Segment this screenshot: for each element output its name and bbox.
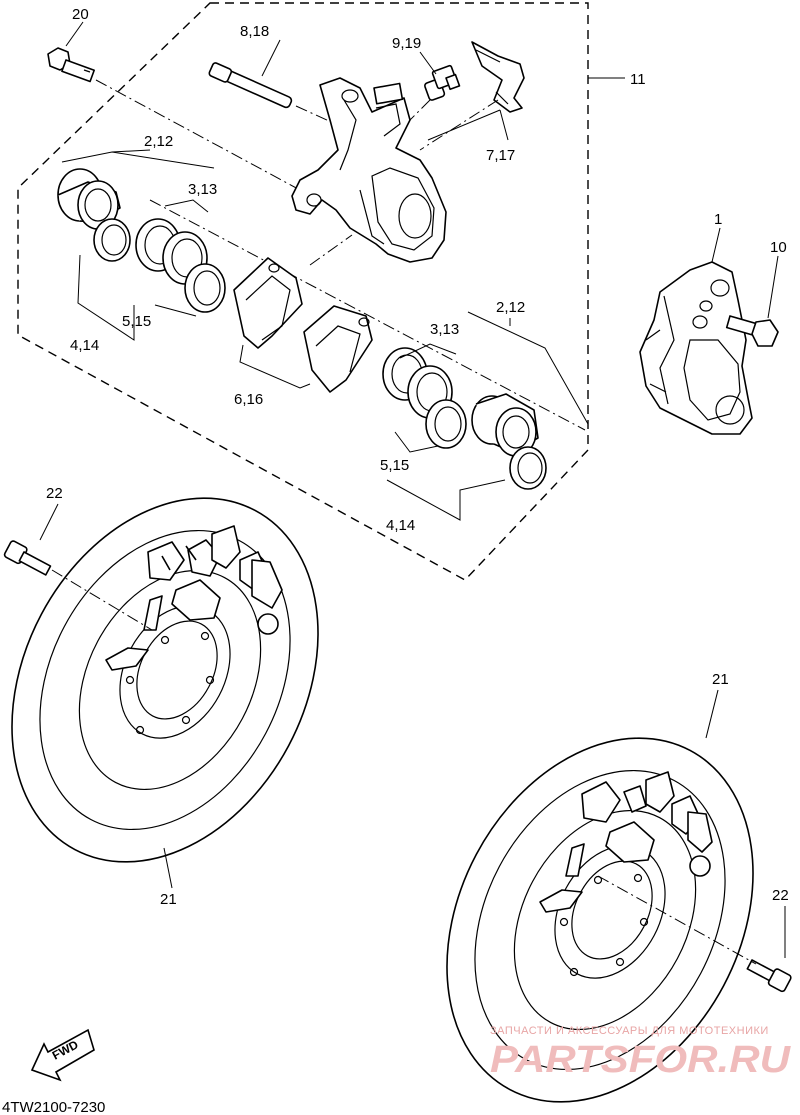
callout-21-left: 21 [160,891,177,908]
disc-bolt-22-right [746,959,792,993]
callout-22-left: 22 [46,485,63,502]
caliper-body [291,77,447,263]
callout-2-12-top: 2,12 [144,133,173,150]
callout-3-13-mid: 3,13 [430,321,459,338]
caliper-1 [639,261,753,435]
piston-left [57,168,121,230]
caliper-bolt-10 [725,315,779,347]
dust-seal-left [93,218,131,262]
callout-2-12-mid: 2,12 [496,299,525,316]
callout-22-right: 22 [772,887,789,904]
brake-disc-right [446,737,754,1103]
callout-5-15-mid: 5,15 [380,457,409,474]
caliper-assembly-boundary [17,2,589,581]
dust-seal-right [509,446,547,490]
callout-21-right: 21 [712,671,729,688]
callout-7-17: 7,17 [486,147,515,164]
watermark-subtitle: ЗАПЧАСТИ И АКСЕССУАРЫ ДЛЯ МОТОТЕХНИКИ [490,1025,769,1037]
brake-disc-left [11,497,319,863]
brake-pad-a [233,257,303,349]
callout-5-15-top: 5,15 [122,313,151,330]
fwd-arrow-icon: FWD [30,1028,95,1082]
callout-4-14-mid: 4,14 [386,517,415,534]
callout-9-19: 9,19 [392,35,421,52]
callout-10: 10 [770,239,787,256]
piston-right [471,393,539,457]
brake-pad-b [303,305,373,393]
bleed-screw-9-19 [424,64,461,101]
callout-20: 20 [72,6,89,23]
diagram-code: 4TW2100-7230 [2,1099,105,1115]
callout-6-16: 6,16 [234,391,263,408]
caliper-bolt-20 [47,47,95,83]
callout-3-13-top: 3,13 [188,181,217,198]
callout-8-18: 8,18 [240,23,269,40]
watermark-site: PARTSFOR.RU [490,1039,792,1081]
disc-bolt-22-left [3,540,52,576]
callout-4-14-top: 4,14 [70,337,99,354]
callout-1: 1 [714,211,722,228]
piston-seals-left [135,218,226,313]
piston-seals-right [382,347,467,449]
pad-spring-7-17 [471,41,525,113]
pad-pin-8-18 [208,62,293,109]
callout-11: 11 [630,71,646,88]
